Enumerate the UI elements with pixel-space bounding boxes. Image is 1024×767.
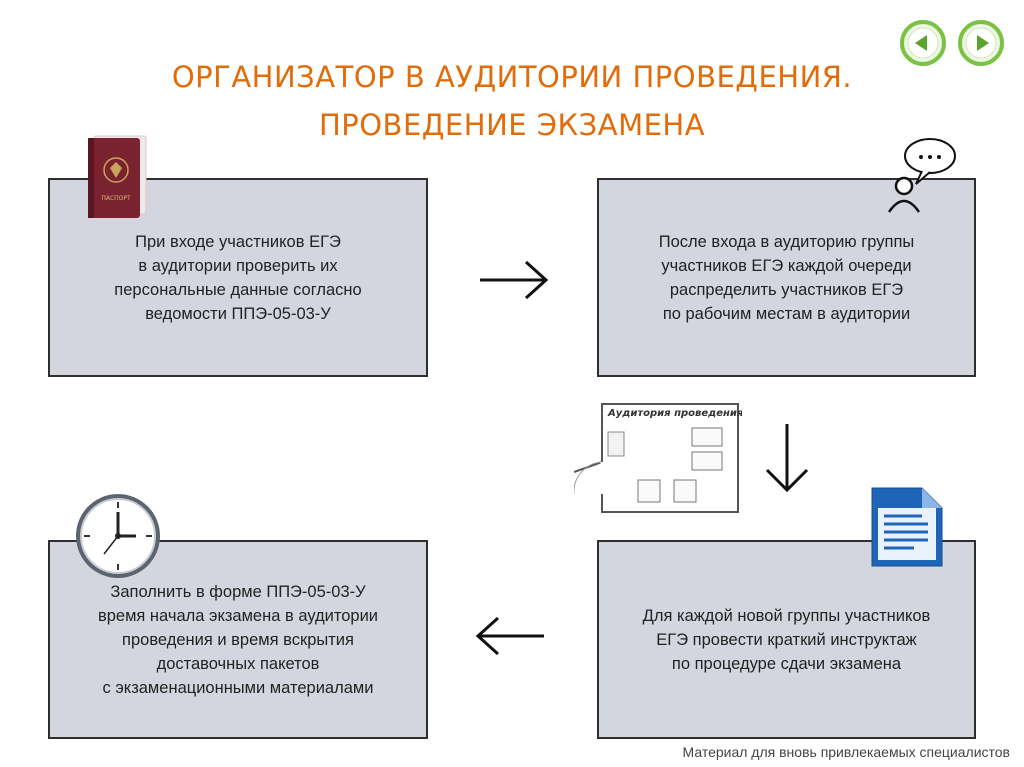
next-slide-button[interactable] bbox=[956, 18, 1006, 68]
slide-title-line2: ПРОВЕДЕНИЕ ЭКЗАМЕНА bbox=[318, 108, 706, 142]
arrow-right-icon bbox=[480, 260, 549, 300]
document-icon bbox=[871, 487, 943, 567]
step-box-3: Для каждой новой группы участников ЕГЭ п… bbox=[597, 540, 976, 739]
step-text-4: Заполнить в форме ППЭ-05-03-У время нача… bbox=[97, 582, 379, 697]
room-plan-label: Аудитория проведения bbox=[607, 408, 742, 419]
classroom-plan-icon: Аудитория проведения bbox=[574, 403, 742, 513]
step-text-1: При входе участников ЕГЭ в аудитории про… bbox=[114, 232, 362, 323]
arrow-down-icon bbox=[765, 424, 809, 493]
triangle-left-icon bbox=[915, 35, 927, 51]
footer-note: Материал для вновь привлекаемых специали… bbox=[682, 744, 1010, 760]
step-box-1: При входе участников ЕГЭ в аудитории про… bbox=[48, 178, 428, 377]
step-text-3: Для каждой новой группы участников ЕГЭ п… bbox=[642, 606, 931, 673]
step-text-2: После входа в аудиторию группы участнико… bbox=[658, 232, 915, 323]
triangle-right-icon bbox=[977, 35, 989, 51]
person-speech-icon bbox=[887, 138, 956, 213]
passport-label: ПАСПОРТ bbox=[101, 195, 131, 202]
passport-icon: ПАСПОРТ bbox=[88, 135, 147, 218]
previous-slide-button[interactable] bbox=[898, 18, 948, 68]
slide-title-line1: ОРГАНИЗАТОР В АУДИТОРИИ ПРОВЕДЕНИЯ. bbox=[171, 60, 853, 94]
step-box-2: После входа в аудиторию группы участнико… bbox=[597, 178, 976, 377]
clock-icon bbox=[76, 494, 160, 578]
arrow-left-icon bbox=[475, 616, 544, 656]
